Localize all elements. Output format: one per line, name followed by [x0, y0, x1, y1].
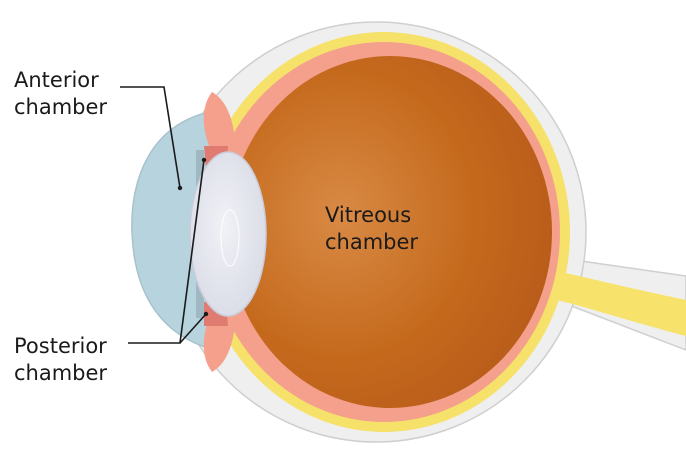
anterior-chamber-dot [178, 186, 182, 190]
label-posterior-line-1: Posterior [14, 333, 107, 360]
label-posterior-chamber: Posterior chamber [14, 333, 107, 387]
label-anterior-chamber: Anterior chamber [14, 67, 107, 121]
label-anterior-line-2: chamber [14, 94, 107, 121]
posterior-chamber-dot-top [202, 158, 206, 162]
label-anterior-line-1: Anterior [14, 67, 107, 94]
label-posterior-line-2: chamber [14, 360, 107, 387]
label-vitreous-chamber: Vitreous chamber [325, 202, 418, 256]
label-vitreous-line-2: chamber [325, 229, 418, 256]
label-vitreous-line-1: Vitreous [325, 202, 418, 229]
posterior-chamber-dot-bottom [204, 312, 208, 316]
